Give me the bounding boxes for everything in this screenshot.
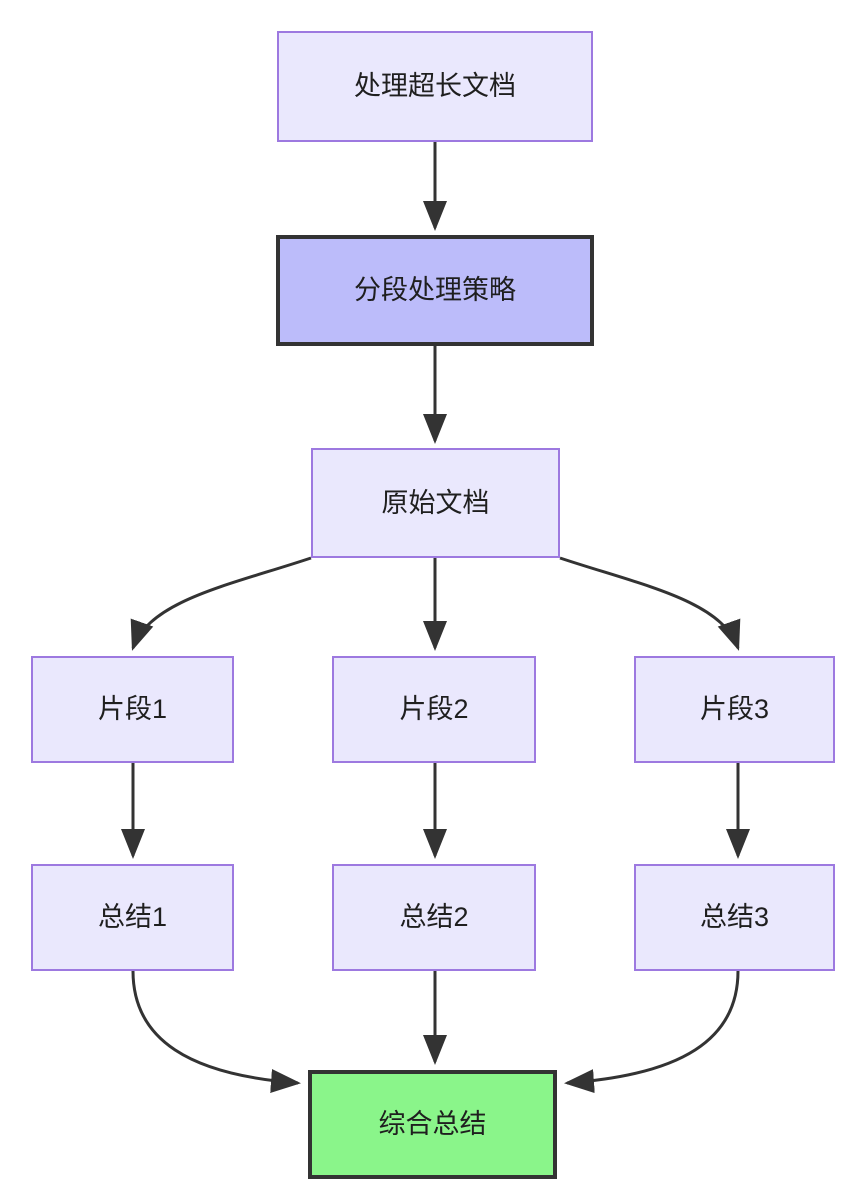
- node-label: 分段处理策略: [354, 275, 516, 306]
- node-chunking-strategy[interactable]: 分段处理策略: [276, 235, 594, 346]
- node-label: 片段1: [97, 694, 168, 725]
- node-summary-3[interactable]: 总结3: [634, 864, 835, 971]
- node-label: 总结2: [399, 902, 469, 933]
- node-label: 原始文档: [381, 487, 490, 518]
- node-chunk-2[interactable]: 片段2: [332, 656, 536, 763]
- node-label: 总结3: [699, 902, 770, 933]
- node-final-summary[interactable]: 综合总结: [308, 1070, 557, 1179]
- edge-source-to-chunk-1: [130, 556, 312, 651]
- node-summary-2[interactable]: 总结2: [332, 864, 536, 971]
- edge-source-to-chunk-3: [559, 556, 741, 651]
- edge-summary-3-to-final: [564, 970, 740, 1094]
- node-chunk-1[interactable]: 片段1: [31, 656, 234, 763]
- node-process-long-document[interactable]: 处理超长文档: [277, 31, 593, 142]
- node-label: 综合总结: [378, 1109, 487, 1140]
- node-summary-1[interactable]: 总结1: [31, 864, 234, 971]
- node-label: 总结1: [97, 902, 168, 933]
- node-label: 片段2: [399, 694, 469, 725]
- node-label: 处理超长文档: [354, 71, 516, 102]
- node-source-document[interactable]: 原始文档: [311, 448, 560, 558]
- node-label: 片段3: [699, 694, 770, 725]
- edge-summary-1-to-final: [131, 970, 301, 1093]
- node-chunk-3[interactable]: 片段3: [634, 656, 835, 763]
